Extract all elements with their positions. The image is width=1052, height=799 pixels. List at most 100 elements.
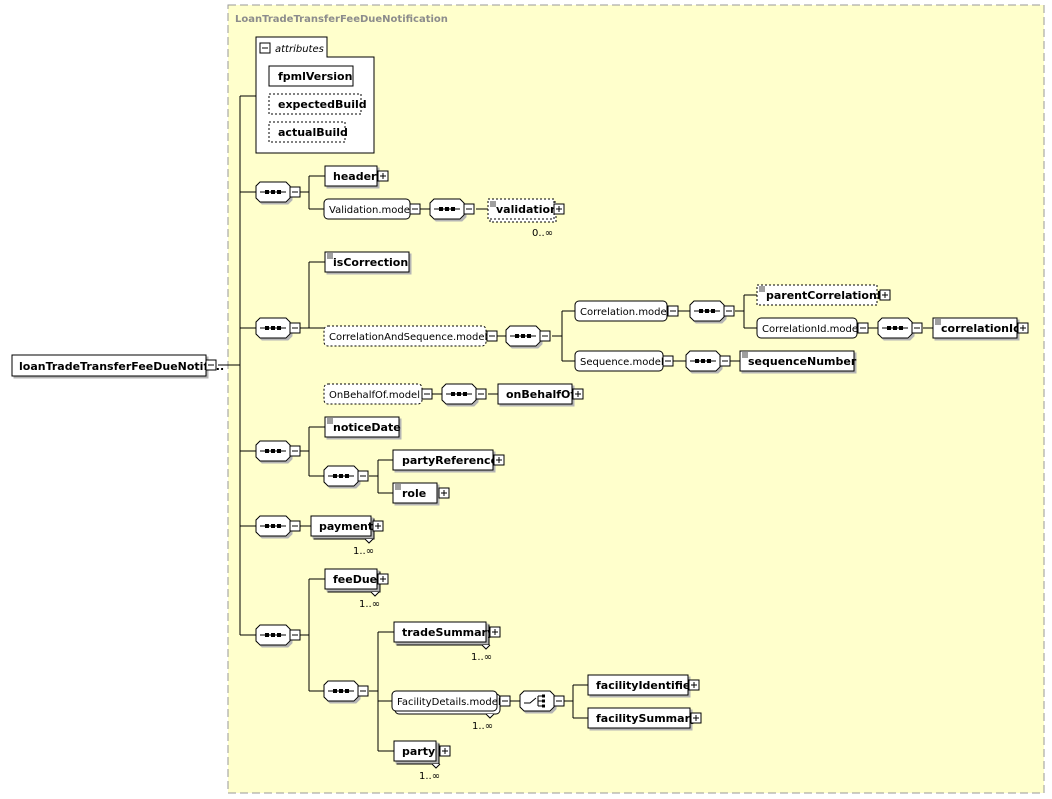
collapse-icon[interactable] xyxy=(539,330,551,342)
element-onBehalfOf-label: onBehalfOf xyxy=(506,388,575,401)
element-parentCorrelationId-label: parentCorrelationId xyxy=(766,289,889,302)
collapse-icon[interactable] xyxy=(723,305,735,317)
expand-icon[interactable] xyxy=(688,679,700,691)
cardinality: 1..∞ xyxy=(359,599,380,610)
group-facilityDetails-model[interactable]: FacilityDetails.model 1..∞ xyxy=(391,690,511,732)
element-noticeDate-label: noticeDate xyxy=(333,421,401,434)
element-facilityIdentifier-label: facilityIdentifier xyxy=(596,679,696,692)
element-facilitySummary[interactable]: facilitySummary xyxy=(587,707,702,729)
collapse-icon[interactable] xyxy=(205,359,217,371)
expand-icon[interactable] xyxy=(438,487,450,499)
expand-icon[interactable] xyxy=(553,203,565,215)
expand-icon[interactable] xyxy=(493,454,505,466)
group-correlation-and-sequence-model[interactable]: CorrelationAndSequence.model xyxy=(323,325,498,347)
collapse-icon[interactable] xyxy=(357,470,369,482)
group-correlationId-model[interactable]: CorrelationId.model xyxy=(756,317,869,339)
sequence-compositor[interactable] xyxy=(505,325,551,347)
expand-icon[interactable] xyxy=(489,626,501,638)
group-correlation-and-sequence-model-label: CorrelationAndSequence.model xyxy=(329,332,487,343)
cardinality: 1..∞ xyxy=(471,652,492,663)
group-correlation-model[interactable]: Correlation.model xyxy=(574,300,679,322)
choice-compositor[interactable] xyxy=(519,690,565,712)
element-tradeSummary[interactable]: tradeSummary 1..∞ xyxy=(393,621,501,663)
element-validation[interactable]: validation 0..∞ xyxy=(487,198,565,239)
element-role-label: role xyxy=(402,487,426,500)
expand-icon[interactable] xyxy=(377,170,389,182)
connector-lines xyxy=(218,95,933,752)
sequence-compositor[interactable] xyxy=(323,465,369,487)
collapse-icon[interactable] xyxy=(662,355,674,367)
group-onBehalfOf-model-label: OnBehalfOf.model xyxy=(329,390,420,401)
collapse-icon[interactable] xyxy=(409,203,421,215)
attribute-expectedBuild[interactable]: expectedBuild xyxy=(278,98,367,111)
collapse-icon[interactable] xyxy=(475,388,487,400)
sequence-compositor[interactable] xyxy=(689,300,735,322)
sequence-compositor[interactable] xyxy=(429,198,475,220)
collapse-icon[interactable] xyxy=(486,330,498,342)
collapse-icon[interactable] xyxy=(719,355,731,367)
element-payment-label: payment xyxy=(319,520,373,533)
collapse-icon[interactable] xyxy=(463,203,475,215)
collapse-icon[interactable] xyxy=(259,42,271,54)
group-validation-model[interactable]: Validation.model xyxy=(323,198,421,220)
sequence-compositor[interactable] xyxy=(255,624,301,646)
root-element[interactable]: loanTradeTransferFeeDueNotifi... xyxy=(11,354,224,377)
cardinality: 0..∞ xyxy=(532,228,553,239)
element-isCorrection[interactable]: isCorrection xyxy=(324,251,410,273)
element-header-label: header xyxy=(333,170,377,183)
group-sequence-model[interactable]: Sequence.model xyxy=(574,350,674,372)
collapse-icon[interactable] xyxy=(499,695,511,707)
expand-icon[interactable] xyxy=(879,289,891,301)
element-role[interactable]: role xyxy=(392,482,450,504)
element-correlationId-label: correlationId xyxy=(941,322,1021,335)
collapse-icon[interactable] xyxy=(553,695,565,707)
expand-icon[interactable] xyxy=(377,573,389,585)
attribute-actualBuild[interactable]: actualBuild xyxy=(278,126,348,139)
sequence-compositor[interactable] xyxy=(255,317,301,339)
expand-icon[interactable] xyxy=(572,388,584,400)
sequence-compositor[interactable] xyxy=(255,181,301,203)
attributes-label: attributes xyxy=(275,44,324,55)
element-feeDue[interactable]: feeDue 1..∞ xyxy=(324,568,389,610)
collapse-icon[interactable] xyxy=(289,322,301,334)
group-validation-model-label: Validation.model xyxy=(329,205,413,216)
collapse-icon[interactable] xyxy=(857,322,869,334)
element-validation-label: validation xyxy=(496,203,558,216)
sequence-compositor[interactable] xyxy=(323,680,369,702)
compositors xyxy=(255,181,923,712)
group-correlation-model-label: Correlation.model xyxy=(580,307,669,318)
element-parentCorrelationId[interactable]: parentCorrelationId xyxy=(756,284,891,306)
element-partyReference[interactable]: partyReference xyxy=(392,449,505,471)
element-noticeDate[interactable]: noticeDate xyxy=(324,416,401,438)
collapse-icon[interactable] xyxy=(667,305,679,317)
attributes-group: attributes fpmlVersion expectedBuild act… xyxy=(255,36,375,154)
element-party-label: party xyxy=(402,745,435,758)
collapse-icon[interactable] xyxy=(289,445,301,457)
element-sequenceNumber[interactable]: sequenceNumber xyxy=(739,350,857,372)
collapse-icon[interactable] xyxy=(289,629,301,641)
sequence-compositor[interactable] xyxy=(441,383,487,405)
expand-icon[interactable] xyxy=(372,520,384,532)
group-onBehalfOf-model[interactable]: OnBehalfOf.model xyxy=(323,383,433,405)
sequence-compositor[interactable] xyxy=(255,440,301,462)
expand-icon[interactable] xyxy=(439,745,451,757)
element-correlationId[interactable]: correlationId xyxy=(932,317,1029,339)
element-facilityIdentifier[interactable]: facilityIdentifier xyxy=(587,674,700,696)
expand-icon[interactable] xyxy=(1017,322,1029,334)
group-sequence-model-label: Sequence.model xyxy=(580,357,664,368)
attribute-fpmlVersion[interactable]: fpmlVersion xyxy=(278,70,352,83)
group-correlationId-model-label: CorrelationId.model xyxy=(762,324,861,335)
sequence-compositor[interactable] xyxy=(255,515,301,537)
element-payment[interactable]: payment 1..∞ xyxy=(310,515,384,557)
sequence-compositor[interactable] xyxy=(685,350,731,372)
element-header[interactable]: header xyxy=(324,165,389,187)
element-onBehalfOf[interactable]: onBehalfOf xyxy=(497,383,584,405)
collapse-icon[interactable] xyxy=(289,186,301,198)
element-party[interactable]: party 1..∞ xyxy=(393,740,451,782)
collapse-icon[interactable] xyxy=(421,388,433,400)
expand-icon[interactable] xyxy=(690,712,702,724)
collapse-icon[interactable] xyxy=(289,520,301,532)
sequence-compositor[interactable] xyxy=(877,317,923,339)
collapse-icon[interactable] xyxy=(357,685,369,697)
collapse-icon[interactable] xyxy=(911,322,923,334)
